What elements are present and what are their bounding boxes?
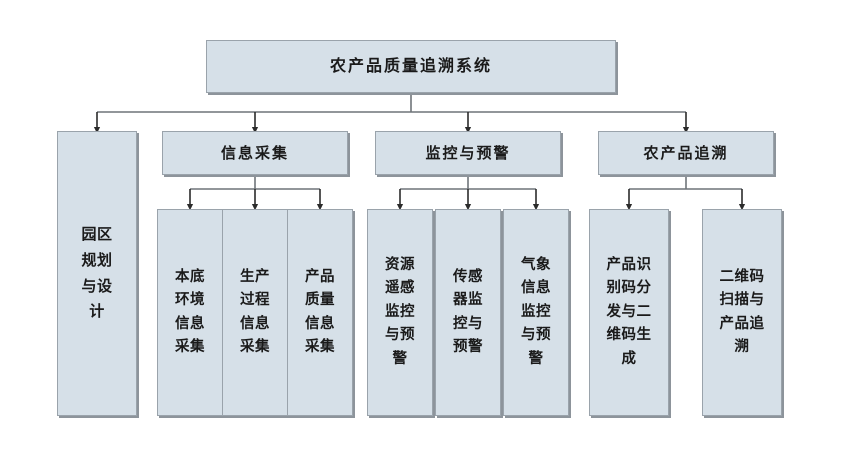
- node-branch-0-label: 信息采集: [220, 143, 289, 162]
- node-leaf-1-1-label: 传感器监控与预警: [453, 268, 483, 355]
- node-aside-label: 园区规划与设计: [81, 224, 113, 321]
- node-leaf-qr-scan-traceability[interactable]: 二维码扫描与产品追溯: [702, 209, 782, 416]
- node-branch-2-label: 农产品追溯: [643, 143, 729, 162]
- node-leaf-sensor-monitoring[interactable]: 传感器监控与预警: [435, 209, 501, 416]
- node-leaf-product-quality-info[interactable]: 产品质量信息采集: [287, 209, 353, 416]
- node-leaf-0-1-label: 生产过程信息采集: [240, 268, 270, 355]
- node-branch-1-label: 监控与预警: [425, 143, 511, 162]
- node-branch-monitoring-warning[interactable]: 监控与预警: [375, 131, 561, 175]
- node-leaf-weather-info-monitoring[interactable]: 气象信息监控与预警: [503, 209, 569, 416]
- node-leaf-0-0-label: 本底环境信息采集: [175, 268, 205, 355]
- node-leaf-1-0-label: 资源遥感监控与预警: [385, 256, 415, 367]
- node-leaf-remote-sensing-monitoring[interactable]: 资源遥感监控与预警: [367, 209, 433, 416]
- node-leaf-0-2-label: 产品质量信息采集: [305, 268, 335, 355]
- node-leaf-1-2-label: 气象信息监控与预警: [521, 256, 551, 367]
- node-leaf-production-process-info[interactable]: 生产过程信息采集: [222, 209, 288, 416]
- node-branch-product-traceability[interactable]: 农产品追溯: [598, 131, 774, 175]
- node-aside-park-planning[interactable]: 园区规划与设计: [57, 131, 137, 416]
- node-leaf-product-id-qr-generation[interactable]: 产品识别码分发与二维码生成: [589, 209, 669, 416]
- node-leaf-baseline-environment-info[interactable]: 本底环境信息采集: [157, 209, 223, 416]
- node-leaf-2-1-label: 二维码扫描与产品追溯: [719, 268, 765, 355]
- node-branch-info-collection[interactable]: 信息采集: [162, 131, 348, 175]
- node-leaf-2-0-label: 产品识别码分发与二维码生成: [606, 256, 652, 367]
- node-root-label: 农产品质量追溯系统: [329, 56, 492, 76]
- node-root[interactable]: 农产品质量追溯系统: [206, 40, 616, 93]
